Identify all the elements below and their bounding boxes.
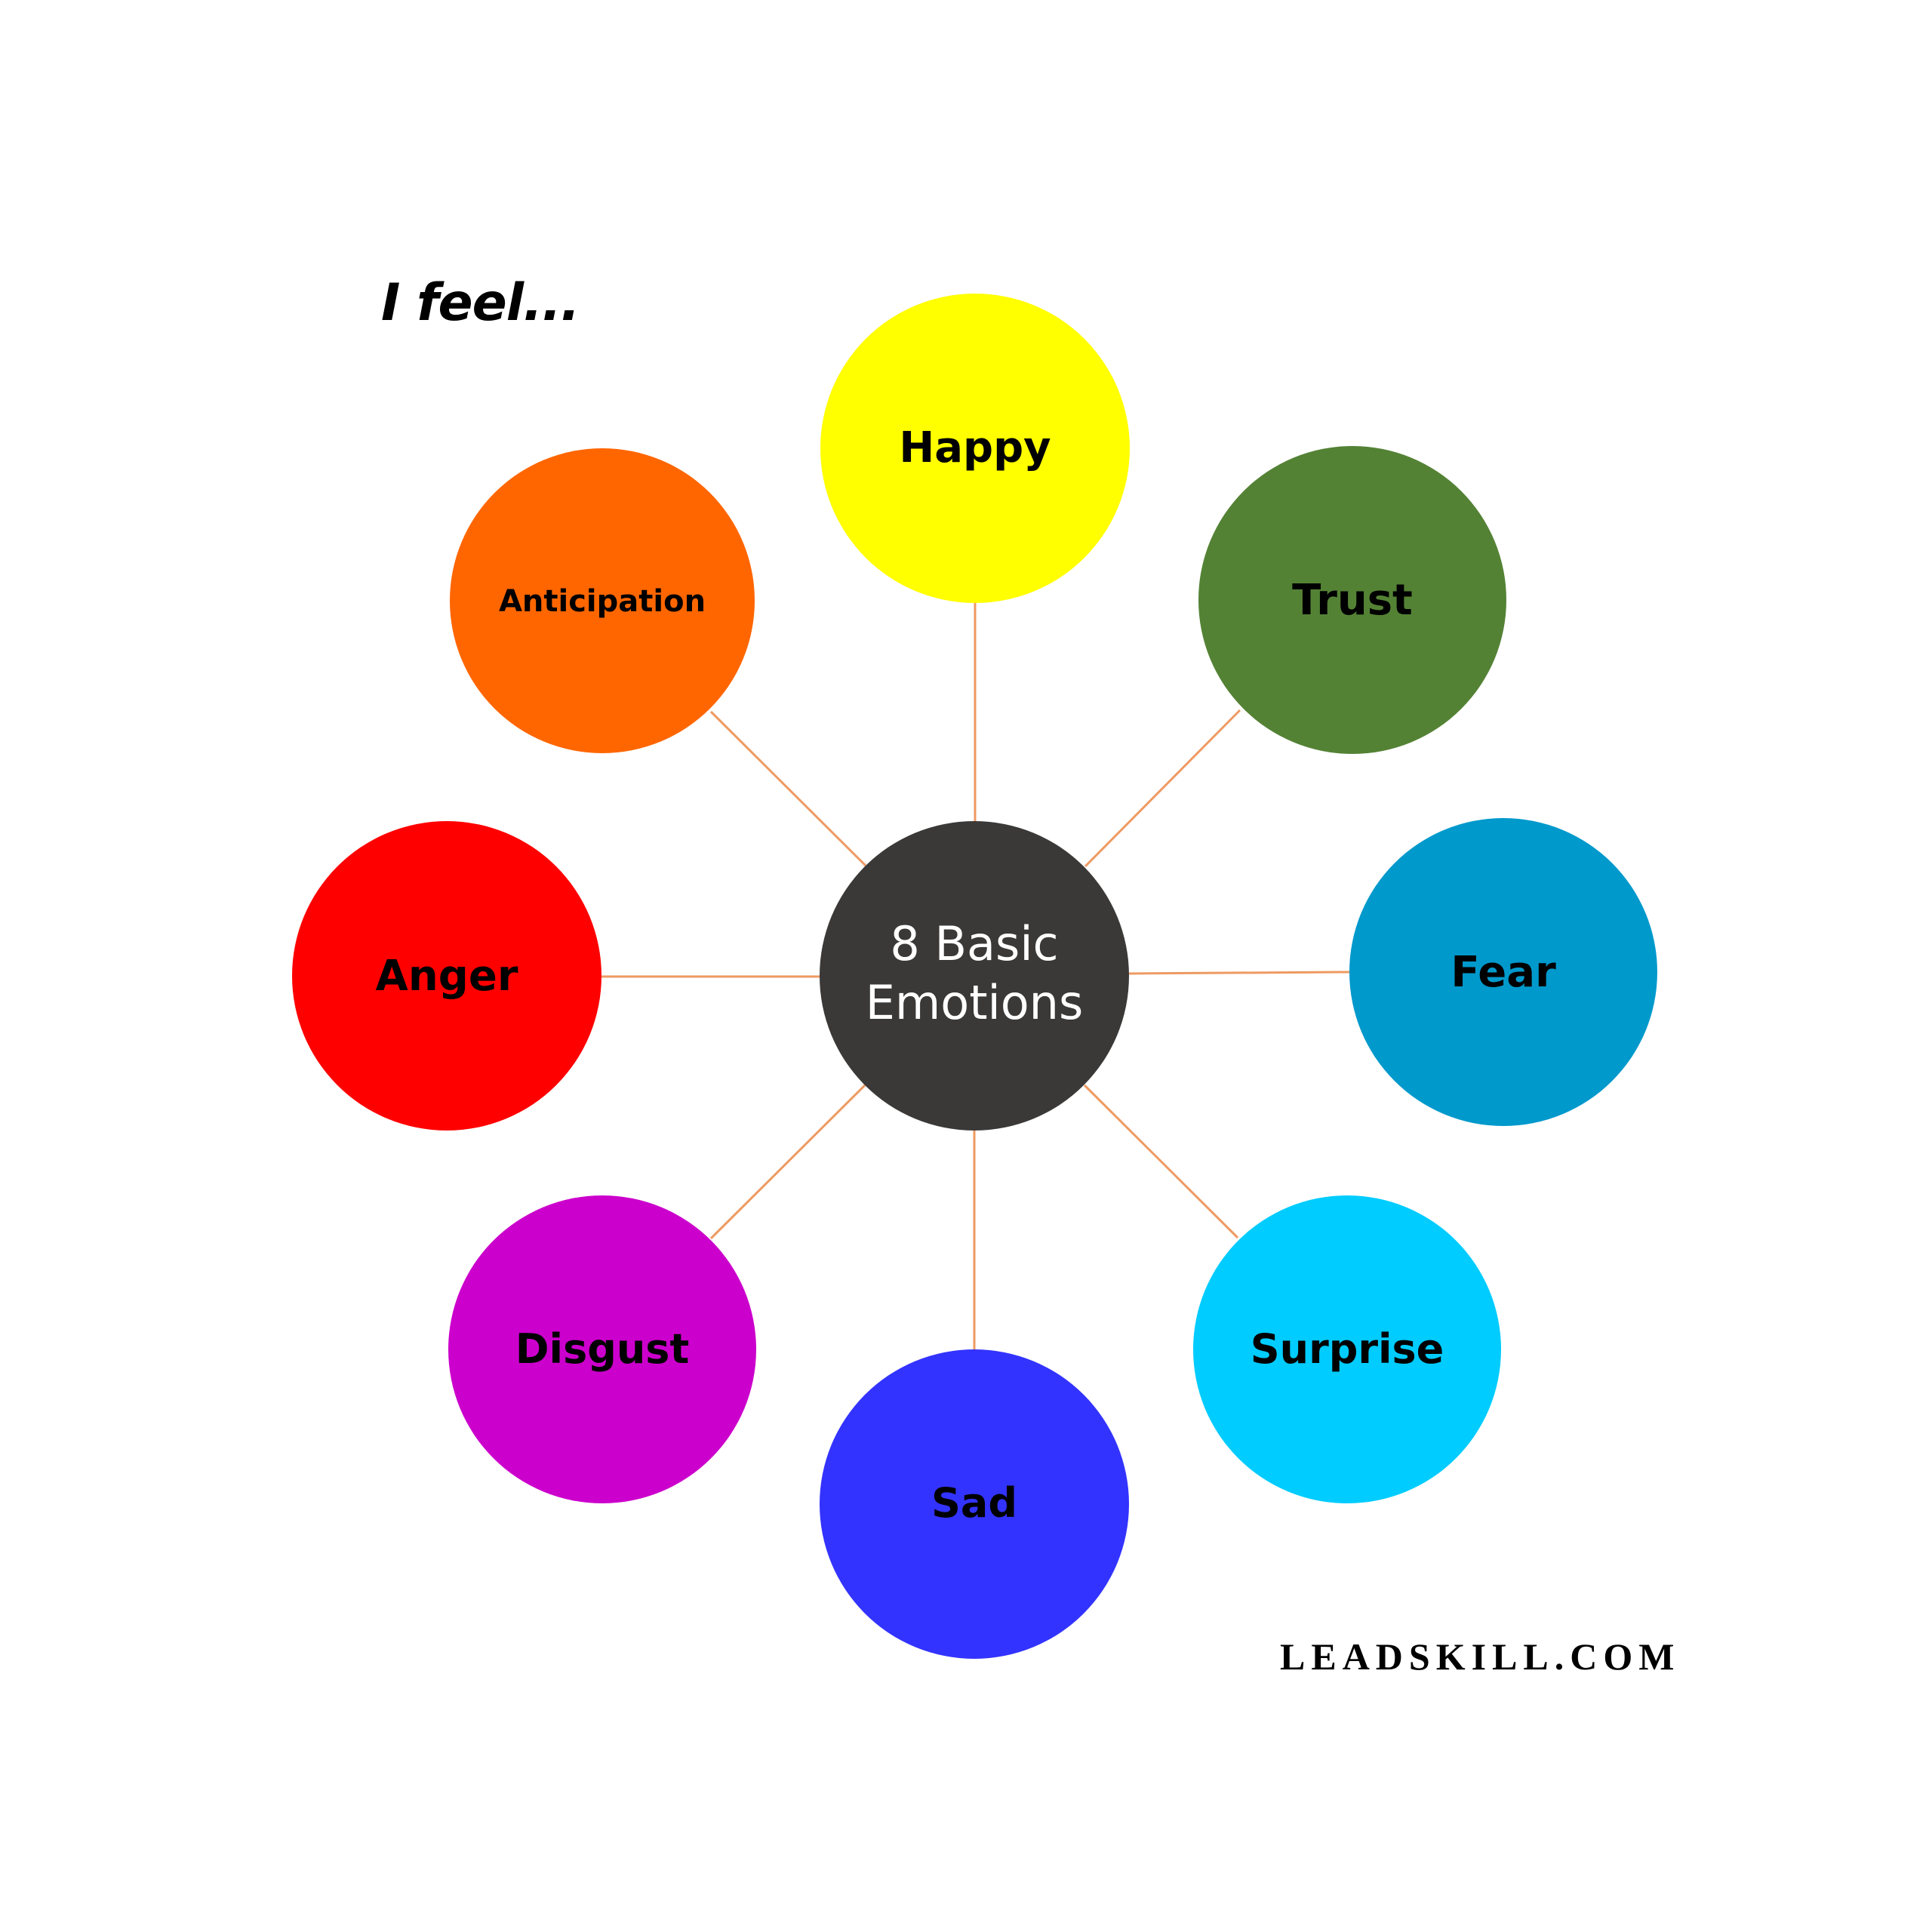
connectors [601,602,1350,1350]
emotion-node-trust: Trust [1198,446,1506,754]
connector-anticipation [709,710,867,867]
brand-watermark: LEADSKILL.COM [1280,1635,1681,1678]
emotion-node-sad: Sad [820,1349,1129,1659]
center-hub: 8 Basic Emotions [820,821,1129,1131]
emotion-node-surprise: Surprise [1193,1195,1501,1503]
emotion-label-anger: Anger [376,952,518,1001]
connector-surprise [1083,1084,1239,1239]
emotion-node-disgust: Disgust [448,1195,756,1503]
center-label-line1: 8 Basic [890,916,1058,971]
emotion-label-sad: Sad [931,1479,1017,1527]
i-feel-heading: I feel... [381,273,580,333]
emotion-label-trust: Trust [1292,576,1413,625]
connector-fear [1128,971,1350,975]
emotion-node-anger: Anger [292,821,601,1131]
emotion-node-anticipation: Anticipation [450,448,755,753]
emotion-label-happy: Happy [899,423,1051,472]
emotion-node-fear: Fear [1349,818,1657,1126]
connector-disgust [709,1084,866,1240]
center-label-line2: Emotions [866,975,1084,1030]
emotion-label-surprise: Surprise [1251,1325,1444,1373]
emotion-label-disgust: Disgust [515,1325,690,1373]
emotion-label-fear: Fear [1451,948,1556,997]
emotion-label-anticipation: Anticipation [499,584,706,619]
connector-trust [1084,709,1241,868]
emotion-node-happy: Happy [820,294,1130,603]
